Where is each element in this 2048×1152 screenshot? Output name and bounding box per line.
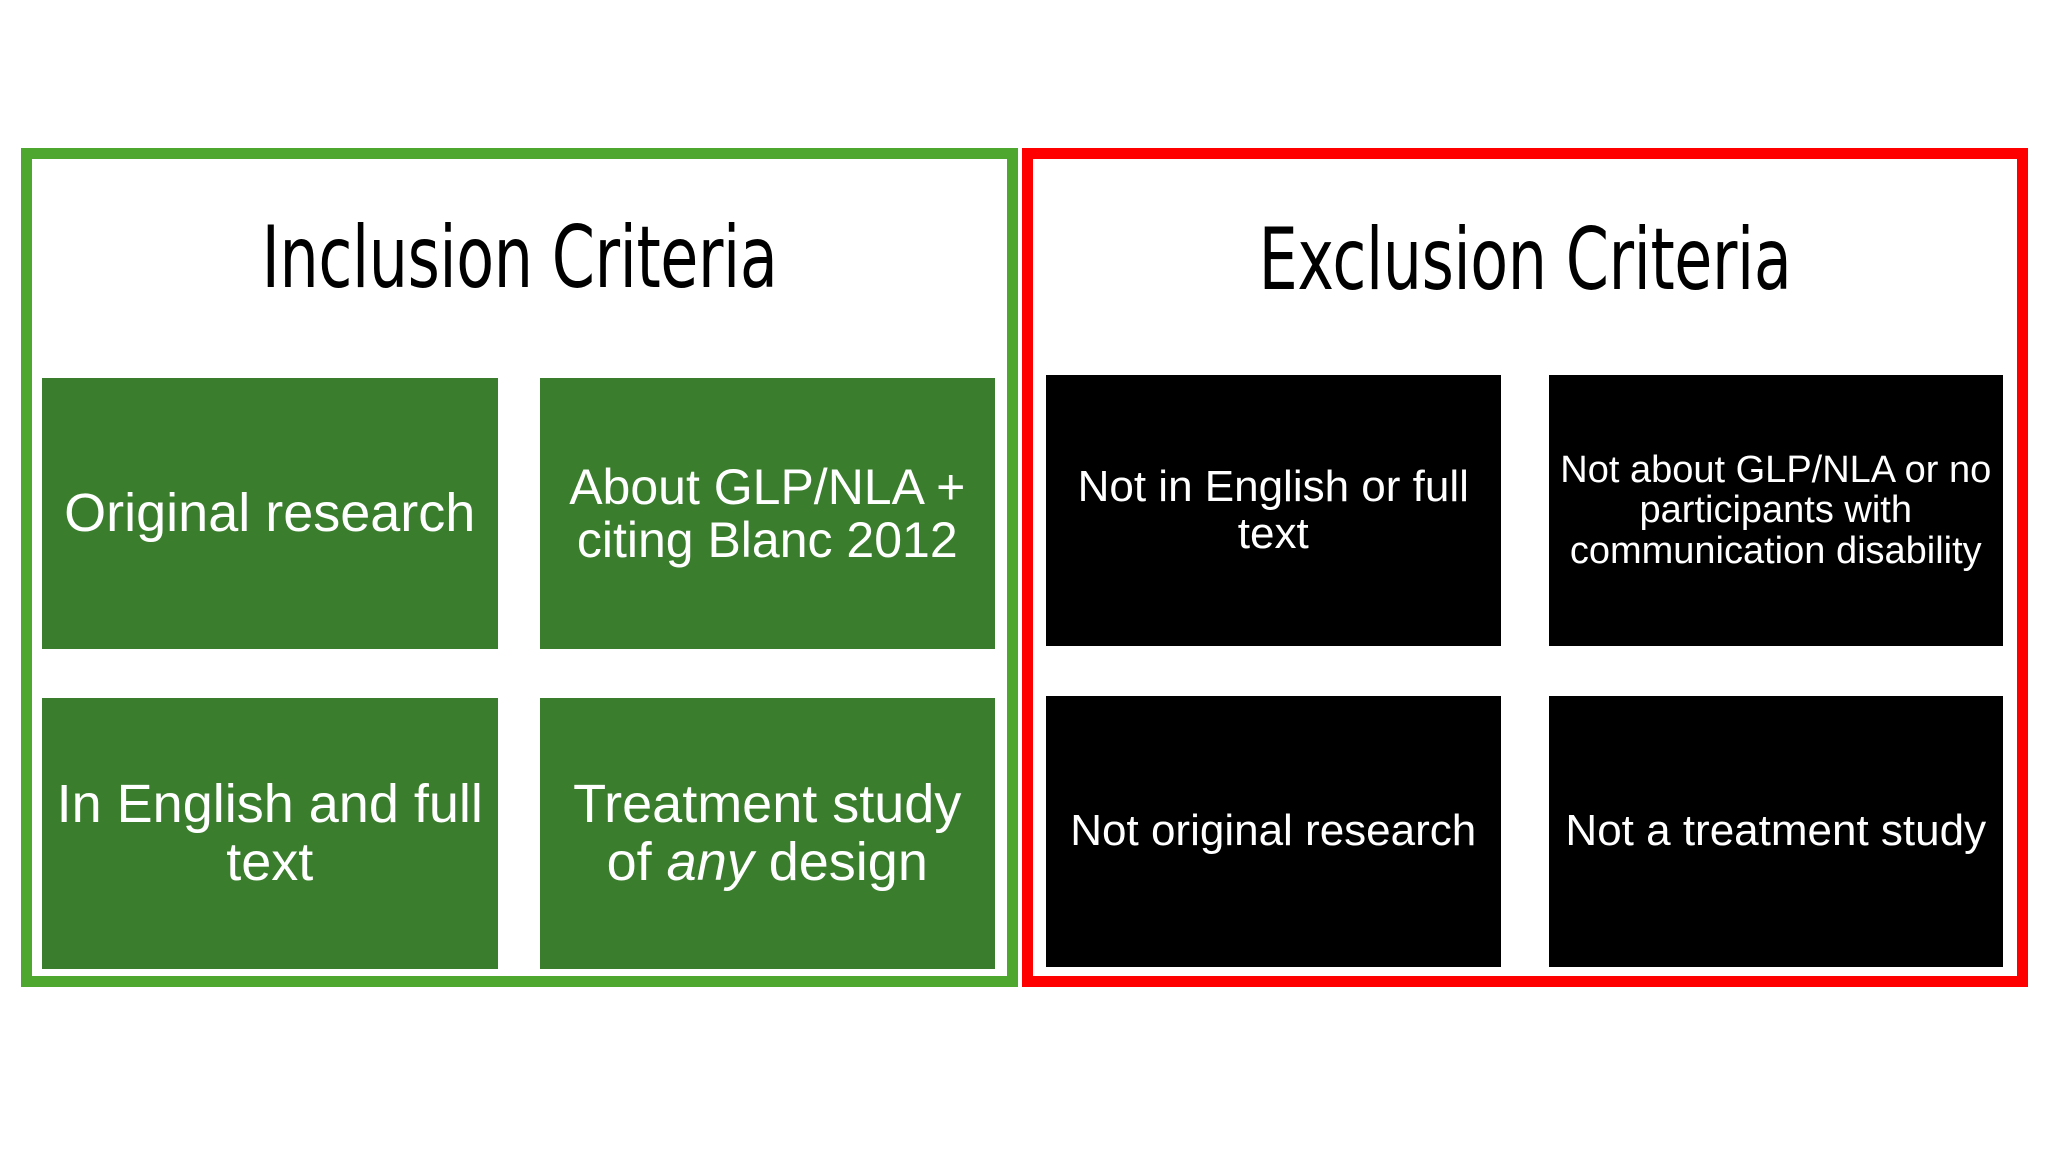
exclusion-panel-title: Exclusion Criteria <box>1258 210 1792 310</box>
inclusion-criterion-about-glp-nla: About GLP/NLA + citing Blanc 2012 <box>539 378 995 649</box>
exclusion-criteria-panel: Exclusion Criteria Not in English or ful… <box>1022 148 2028 987</box>
exclusion-criterion-text: Not about GLP/NLA or no participants wit… <box>1560 449 1992 572</box>
exclusion-criterion-not-treatment-study: Not a treatment study <box>1548 696 2003 967</box>
inclusion-criterion-original-research: Original research <box>42 378 498 649</box>
exclusion-criterion-not-original-research: Not original research <box>1046 696 1501 967</box>
inclusion-criterion-text: Treatment study of any design <box>573 774 962 892</box>
inclusion-criterion-text: Original research <box>64 482 476 543</box>
exclusion-panel-inner: Exclusion Criteria Not in English or ful… <box>1033 159 2017 976</box>
inclusion-panel-inner: Inclusion Criteria Original research Abo… <box>32 159 1007 976</box>
inclusion-criterion-english-full-text: In English and full text <box>42 698 498 969</box>
inclusion-criterion-text: In English and full text <box>56 774 483 892</box>
exclusion-criterion-not-about-glp-nla: Not about GLP/NLA or no participants wit… <box>1548 375 2003 646</box>
inclusion-criterion-text: About GLP/NLA + citing Blanc 2012 <box>569 458 966 568</box>
exclusion-criterion-text: Not in English or full text <box>1077 461 1469 558</box>
exclusion-criteria-grid: Not in English or full text Not about GL… <box>1046 375 2003 967</box>
exclusion-criterion-not-english-full-text: Not in English or full text <box>1046 375 1501 646</box>
inclusion-criterion-treatment-study-any-design: Treatment study of any design <box>539 698 995 969</box>
exclusion-criterion-text: Not original research <box>1070 806 1477 856</box>
exclusion-criterion-text: Not a treatment study <box>1565 806 1987 856</box>
inclusion-panel-title: Inclusion Criteria <box>261 208 778 308</box>
inclusion-criteria-panel: Inclusion Criteria Original research Abo… <box>21 148 1018 987</box>
inclusion-criteria-grid: Original research About GLP/NLA + citing… <box>42 378 995 969</box>
